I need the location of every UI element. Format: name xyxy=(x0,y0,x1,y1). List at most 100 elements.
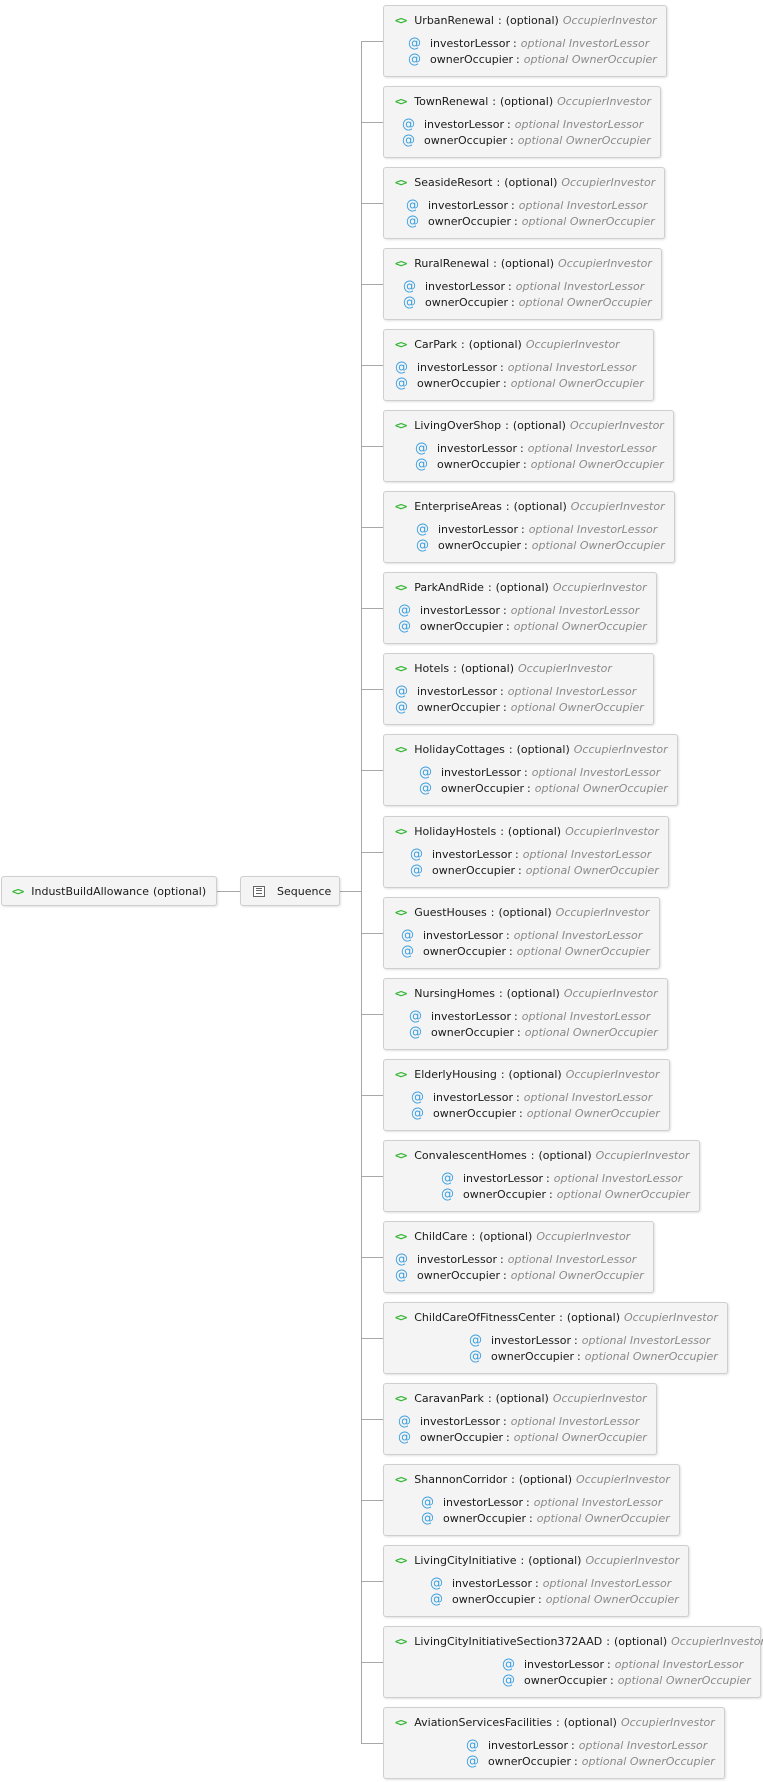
child-element-type: OccupierInvestor xyxy=(558,257,652,270)
child-element-header: <>Hotels:(optional)OccupierInvestor xyxy=(395,662,612,675)
child-element-header: <>RuralRenewal:(optional)OccupierInvesto… xyxy=(395,257,652,270)
child-element-box[interactable]: <>NursingHomes:(optional)OccupierInvesto… xyxy=(383,978,668,1050)
attribute-separator: : xyxy=(518,864,522,877)
name-separator: : xyxy=(530,1149,535,1162)
attribute-row: @ownerOccupier:optional OwnerOccupier xyxy=(415,457,664,472)
child-element-box[interactable]: <>AviationServicesFacilities:(optional)O… xyxy=(383,1707,725,1779)
attribute-row: @ownerOccupier:optional OwnerOccupier xyxy=(421,1511,670,1526)
child-element-cardinality: (optional) xyxy=(528,1554,582,1567)
attribute-row: @ownerOccupier:optional OwnerOccupier xyxy=(395,1268,644,1283)
attribute-icon: @ xyxy=(466,1754,479,1769)
child-element-box[interactable]: <>EnterpriseAreas:(optional)OccupierInve… xyxy=(383,491,675,563)
attribute-type: optional InvestorLessor xyxy=(507,685,637,698)
attribute-separator: : xyxy=(516,53,520,66)
attribute-icon: @ xyxy=(430,1592,443,1607)
child-element-box[interactable]: <>RuralRenewal:(optional)OccupierInvesto… xyxy=(383,248,662,320)
child-element-name: ShannonCorridor xyxy=(414,1473,508,1486)
attribute-type: optional InvestorLessor xyxy=(521,1010,651,1023)
attribute-type: optional InvestorLessor xyxy=(510,1415,640,1428)
attribute-icon: @ xyxy=(441,1171,454,1186)
attribute-separator: : xyxy=(546,1172,550,1185)
name-separator: : xyxy=(492,95,496,108)
child-element-box[interactable]: <>CaravanPark:(optional)OccupierInvestor… xyxy=(383,1383,657,1455)
child-element-box[interactable]: <>ParkAndRide:(optional)OccupierInvestor… xyxy=(383,572,657,644)
child-element-box[interactable]: <>SeasideResort:(optional)OccupierInvest… xyxy=(383,167,665,239)
attribute-separator: : xyxy=(538,1593,542,1606)
attribute-icon: @ xyxy=(441,1187,454,1202)
child-element-box[interactable]: <>HolidayHostels:(optional)OccupierInves… xyxy=(383,816,669,888)
attribute-separator: : xyxy=(515,848,519,861)
name-separator: : xyxy=(487,1392,492,1405)
attribute-name: ownerOccupier xyxy=(430,53,514,66)
attribute-row: @investorLessor:optional InvestorLessor xyxy=(398,603,639,618)
name-separator: : xyxy=(500,825,504,838)
child-element-box[interactable]: <>LivingCityInitiativeSection372AAD:(opt… xyxy=(383,1626,763,1698)
element-icon: <> xyxy=(395,987,407,1000)
attribute-row: @ownerOccupier:optional OwnerOccupier xyxy=(430,1592,679,1607)
element-icon: <> xyxy=(395,1554,407,1567)
child-element-box[interactable]: <>LivingOverShop:(optional)OccupierInves… xyxy=(383,410,674,482)
child-element-box[interactable]: <>ElderlyHousing:(optional)OccupierInves… xyxy=(383,1059,670,1131)
name-separator: : xyxy=(559,1311,563,1324)
child-element-box[interactable]: <>UrbanRenewal:(optional)OccupierInvesto… xyxy=(383,5,667,77)
child-element-box[interactable]: <>LivingCityInitiative:(optional)Occupie… xyxy=(383,1545,689,1617)
child-element-box[interactable]: <>CarPark:(optional)OccupierInvestor@inv… xyxy=(383,329,654,401)
attribute-icon: @ xyxy=(419,781,432,796)
child-element-type: OccupierInvestor xyxy=(563,987,658,1000)
attribute-icon: @ xyxy=(395,376,408,391)
attribute-separator: : xyxy=(507,118,511,131)
attribute-name: investorLessor xyxy=(424,118,505,131)
sequence-compositor-box[interactable]: Sequence xyxy=(240,876,340,906)
child-element-cardinality: (optional) xyxy=(507,825,562,838)
attribute-icon: @ xyxy=(408,52,421,67)
attribute-name: ownerOccupier xyxy=(420,620,504,633)
attribute-icon: @ xyxy=(416,538,429,553)
child-element-header: <>HolidayCottages:(optional)OccupierInve… xyxy=(395,743,668,756)
element-icon: <> xyxy=(395,1149,407,1162)
child-element-type: OccupierInvestor xyxy=(552,1392,647,1405)
child-element-name: HolidayHostels xyxy=(414,825,497,838)
root-element-name: IndustBuildAllowance xyxy=(31,884,149,898)
attribute-type: optional OwnerOccupier xyxy=(584,1350,718,1363)
attribute-type: optional OwnerOccupier xyxy=(510,377,644,390)
attribute-row: @ownerOccupier:optional OwnerOccupier xyxy=(416,538,665,553)
attribute-row: @investorLessor:optional InvestorLessor xyxy=(406,198,647,213)
attribute-type: optional InvestorLessor xyxy=(553,1172,683,1185)
attribute-type: optional OwnerOccupier xyxy=(617,1674,751,1687)
child-element-type: OccupierInvestor xyxy=(565,825,659,838)
child-element-box[interactable]: <>HolidayCottages:(optional)OccupierInve… xyxy=(383,734,678,806)
attribute-icon: @ xyxy=(395,684,408,699)
attribute-type: optional OwnerOccupier xyxy=(581,1755,715,1768)
child-element-box[interactable]: <>Hotels:(optional)OccupierInvestor@inve… xyxy=(383,653,654,725)
attribute-row: @investorLessor:optional InvestorLessor xyxy=(395,360,636,375)
attribute-row: @ownerOccupier:optional OwnerOccupier xyxy=(441,1187,690,1202)
attribute-separator: : xyxy=(574,1755,578,1768)
child-element-box[interactable]: <>ShannonCorridor:(optional)OccupierInve… xyxy=(383,1464,680,1536)
child-element-type: OccupierInvestor xyxy=(585,1554,680,1567)
element-icon: <> xyxy=(395,743,407,756)
element-icon: <> xyxy=(395,662,407,675)
attribute-separator: : xyxy=(503,604,507,617)
child-element-header: <>ShannonCorridor:(optional)OccupierInve… xyxy=(395,1473,670,1486)
root-element-box[interactable]: <> IndustBuildAllowance (optional) xyxy=(1,876,217,906)
attribute-icon: @ xyxy=(398,1430,411,1445)
child-element-box[interactable]: <>GuestHouses:(optional)OccupierInvestor… xyxy=(383,897,660,969)
attribute-icon: @ xyxy=(469,1349,482,1364)
child-element-box[interactable]: <>TownRenewal:(optional)OccupierInvestor… xyxy=(383,86,661,158)
child-element-box[interactable]: <>ChildCareOfFitnessCenter:(optional)Occ… xyxy=(383,1302,728,1374)
child-element-type: OccupierInvestor xyxy=(573,743,668,756)
attribute-type: optional InvestorLessor xyxy=(527,442,657,455)
attribute-icon: @ xyxy=(430,1576,443,1591)
child-element-box[interactable]: <>ConvalescentHomes:(optional)OccupierIn… xyxy=(383,1140,700,1212)
child-element-type: OccupierInvestor xyxy=(569,419,664,432)
element-icon: <> xyxy=(395,257,407,270)
child-element-box[interactable]: <>ChildCare:(optional)OccupierInvestor@i… xyxy=(383,1221,654,1293)
element-icon: <> xyxy=(395,95,407,108)
attribute-separator: : xyxy=(535,1577,539,1590)
attribute-separator: : xyxy=(516,1091,520,1104)
child-element-name: HolidayCottages xyxy=(414,743,505,756)
attribute-type: optional InvestorLessor xyxy=(528,523,658,536)
child-element-name: Hotels xyxy=(414,662,450,675)
attribute-name: investorLessor xyxy=(433,1091,514,1104)
child-element-type: OccupierInvestor xyxy=(565,1068,660,1081)
